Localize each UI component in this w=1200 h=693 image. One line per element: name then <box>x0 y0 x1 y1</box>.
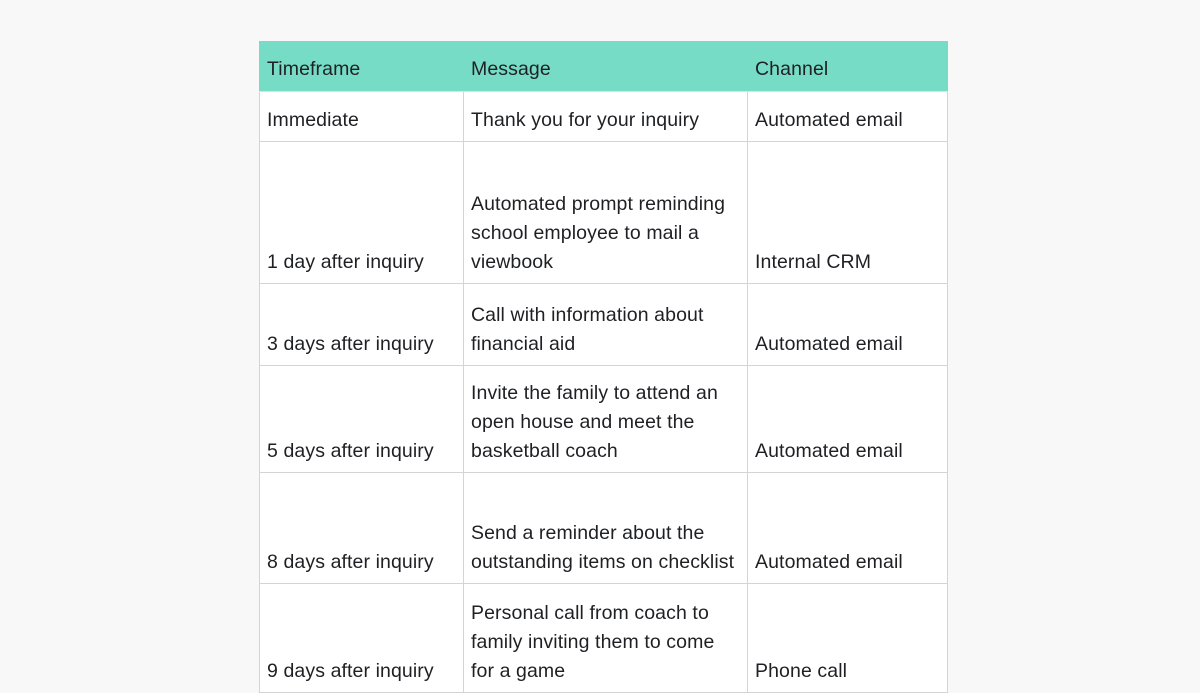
column-header-message: Message <box>463 41 748 92</box>
table-row: 9 days after inquiry Personal call from … <box>259 583 948 693</box>
cell-channel: Automated email <box>747 365 948 473</box>
cell-timeframe: Immediate <box>259 91 464 142</box>
cell-channel: Automated email <box>747 91 948 142</box>
cell-channel: Automated email <box>747 472 948 584</box>
table-row: Immediate Thank you for your inquiry Aut… <box>259 91 948 142</box>
cell-timeframe: 5 days after inquiry <box>259 365 464 473</box>
cell-timeframe: 3 days after inquiry <box>259 283 464 366</box>
page-canvas: Timeframe Message Channel Immediate Than… <box>259 41 948 693</box>
cell-timeframe: 8 days after inquiry <box>259 472 464 584</box>
table-row: 1 day after inquiry Automated prompt rem… <box>259 141 948 284</box>
table-header: Timeframe Message Channel <box>259 41 948 92</box>
cell-message: Automated prompt reminding school employ… <box>463 141 748 284</box>
column-header-channel: Channel <box>747 41 948 92</box>
table-row: 8 days after inquiry Send a reminder abo… <box>259 472 948 584</box>
cell-channel: Phone call <box>747 583 948 693</box>
cell-message: Thank you for your inquiry <box>463 91 748 142</box>
column-header-timeframe: Timeframe <box>259 41 464 92</box>
cell-channel: Internal CRM <box>747 141 948 284</box>
cell-message: Invite the family to attend an open hous… <box>463 365 748 473</box>
cell-message: Send a reminder about the outstanding it… <box>463 472 748 584</box>
communication-schedule-table: Timeframe Message Channel Immediate Than… <box>259 41 948 693</box>
table-row: 5 days after inquiry Invite the family t… <box>259 365 948 473</box>
cell-channel: Automated email <box>747 283 948 366</box>
table-header-row: Timeframe Message Channel <box>259 41 948 92</box>
cell-message: Call with information about financial ai… <box>463 283 748 366</box>
cell-message: Personal call from coach to family invit… <box>463 583 748 693</box>
cell-timeframe: 9 days after inquiry <box>259 583 464 693</box>
table-row: 3 days after inquiry Call with informati… <box>259 283 948 366</box>
table-body: Immediate Thank you for your inquiry Aut… <box>259 91 948 693</box>
cell-timeframe: 1 day after inquiry <box>259 141 464 284</box>
communication-schedule-table-container: Timeframe Message Channel Immediate Than… <box>259 41 948 693</box>
